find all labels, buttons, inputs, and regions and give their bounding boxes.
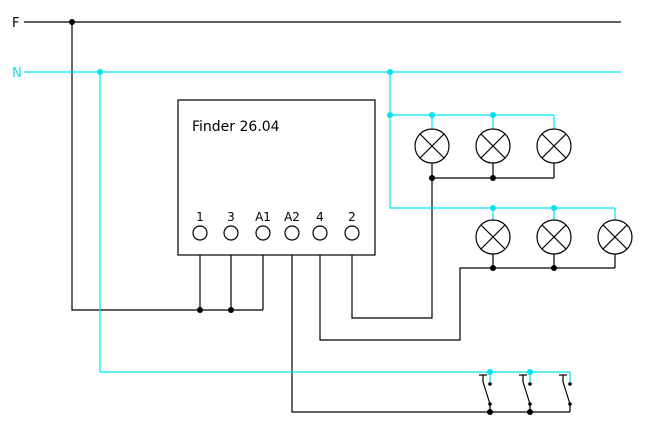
relay-outline: [177, 99, 376, 256]
pushbutton-lever: [482, 381, 491, 405]
lamp-symbol-2: [475, 128, 511, 164]
pushbutton-terminal-dot: [568, 382, 572, 386]
relay-terminal-circle-3: [223, 225, 239, 241]
junction-dot: [551, 265, 557, 271]
neutral-wires: [24, 71, 621, 384]
junction-dot: [97, 69, 103, 75]
junction-dot: [387, 69, 393, 75]
relay-terminal-label-2: 2: [348, 210, 356, 224]
relay-terminal-label-a1: A1: [255, 210, 271, 224]
lamp-row-1: [414, 128, 572, 164]
relay-terminal-circle-4: [312, 225, 328, 241]
relay-terminal-label-a2: A2: [284, 210, 300, 224]
lamp-cross-line: [541, 224, 567, 250]
pushbutton-lever: [522, 381, 531, 405]
relay-terminal-circle-1: [192, 225, 208, 241]
junction-dot: [490, 175, 496, 181]
terminal-a2-to-pushbuttons-wire: [291, 240, 570, 413]
junction-dot: [197, 307, 203, 313]
junction-dot: [527, 369, 533, 375]
pushbutton-terminal-dot: [488, 402, 492, 406]
junction-dot: [527, 409, 533, 415]
lamp-symbol-3: [536, 128, 572, 164]
lamp-symbol-5: [536, 219, 572, 255]
junction-dot: [387, 112, 393, 118]
relay-model-label: Finder 26.04: [192, 119, 280, 135]
lamp-cross-line: [480, 133, 506, 159]
relay-terminal-circle-a1: [255, 225, 271, 241]
neutral-label: N: [12, 66, 22, 81]
pushbutton-terminal-dot: [528, 402, 532, 406]
lamp-symbol-1: [414, 128, 450, 164]
relay-terminal-label-4: 4: [316, 210, 324, 224]
neutral-pushbutton-feed-wire: [99, 72, 570, 373]
lamp-cross-line: [480, 224, 506, 250]
lamp-symbol-6: [597, 219, 633, 255]
lamp-symbol-4: [475, 219, 511, 255]
junction-dot: [551, 205, 557, 211]
relay: Finder 26.04 1 3 A1 A2 4 2: [177, 99, 376, 256]
relay-terminal-label-3: 3: [227, 210, 235, 224]
pushbutton-lever: [562, 381, 571, 405]
junction-dot: [490, 205, 496, 211]
pushbutton-terminal-dot: [568, 402, 572, 406]
lamp-cross-line: [541, 133, 567, 159]
line-wires: [24, 21, 621, 413]
pushbutton-symbol-1: [479, 374, 492, 406]
junction-dot: [228, 307, 234, 313]
phase-label: F: [12, 16, 19, 31]
junction-dot: [69, 19, 75, 25]
pushbutton-terminal-dot: [488, 382, 492, 386]
junction-dot: [490, 112, 496, 118]
lamp-cross-line: [602, 224, 628, 250]
junction-dot: [429, 175, 435, 181]
pushbutton-terminal-dot: [528, 382, 532, 386]
junction-dot: [429, 112, 435, 118]
neutral-junction-dots: [97, 69, 557, 375]
pushbutton-symbol-3: [559, 374, 572, 406]
wire-junction-dots: [69, 19, 557, 415]
relay-terminal-circle-a2: [284, 225, 300, 241]
relay-terminal-circle-2: [344, 225, 360, 241]
terminal-2-to-lamp-row1-wire: [351, 177, 554, 319]
pushbuttons: [479, 374, 572, 406]
junction-dot: [487, 409, 493, 415]
junction-dot: [487, 369, 493, 375]
relay-terminal-label-1: 1: [196, 210, 204, 224]
terminal-4-to-lamp-row2-wire: [319, 240, 615, 341]
pushbutton-symbol-2: [519, 374, 532, 406]
lamp-row-2: [475, 219, 633, 255]
lamp-cross-line: [419, 133, 445, 159]
junction-dot: [490, 265, 496, 271]
